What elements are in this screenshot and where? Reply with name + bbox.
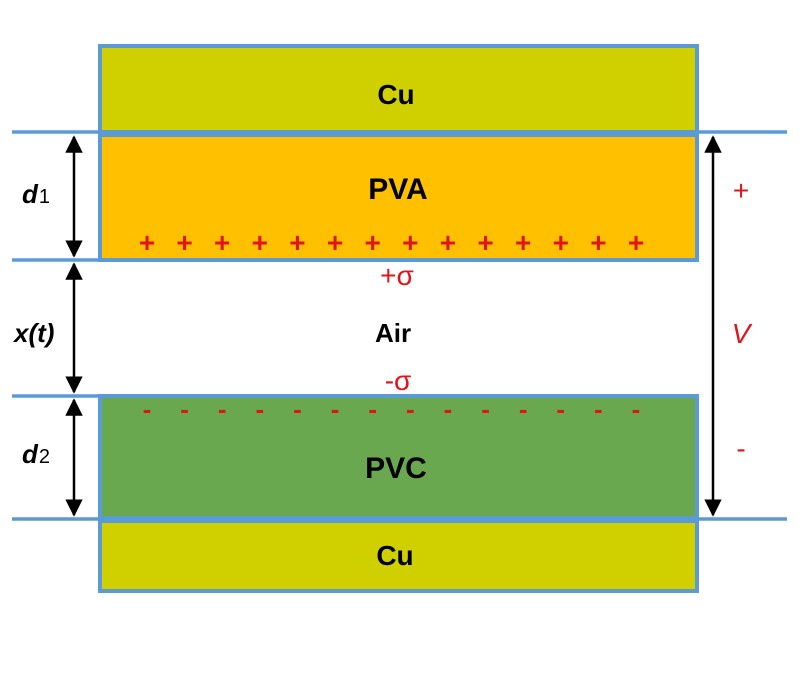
negative-sigma-label: -σ — [385, 365, 412, 396]
positive-charge: + — [402, 227, 418, 258]
positive-charge: + — [365, 227, 381, 258]
negative-charge: - — [556, 394, 565, 424]
positive-charge: + — [628, 227, 644, 258]
negative-charge: - — [406, 394, 415, 424]
top-cu-label: Cu — [377, 79, 414, 110]
bottom-cu-label: Cu — [376, 540, 413, 571]
positive-charge: + — [252, 227, 268, 258]
positive-charge: + — [289, 227, 305, 258]
pva-layer — [98, 133, 699, 262]
voltage-minus-label: - — [736, 433, 745, 464]
positive-charge: + — [440, 227, 456, 258]
negative-charge: - — [519, 394, 528, 424]
positive-charge: + — [590, 227, 606, 258]
d1-label: d1 — [22, 179, 50, 209]
positive-charge: + — [214, 227, 230, 258]
negative-charge: - — [481, 394, 490, 424]
negative-charge: - — [594, 394, 603, 424]
positive-charge: + — [176, 227, 192, 258]
negative-charge: - — [368, 394, 377, 424]
pvc-label: PVC — [365, 452, 427, 485]
negative-charge: - — [444, 394, 453, 424]
positive-sigma-label: +σ — [380, 260, 414, 291]
negative-charge-row: -------------- — [143, 394, 641, 424]
positive-charge: + — [139, 227, 155, 258]
bottom-cu-electrode — [98, 519, 699, 593]
positive-charge: + — [477, 227, 493, 258]
positive-charge: + — [553, 227, 569, 258]
d2-label: d2 — [22, 439, 50, 469]
top-cu-electrode — [98, 44, 699, 134]
voltage-label: V — [732, 318, 753, 349]
negative-charge: - — [218, 394, 227, 424]
negative-charge: - — [180, 394, 189, 424]
positive-charge: + — [515, 227, 531, 258]
air-label: Air — [375, 318, 411, 348]
negative-charge: - — [143, 394, 152, 424]
negative-charge: - — [256, 394, 265, 424]
voltage-plus-label: + — [733, 175, 749, 206]
pva-label: PVA — [368, 173, 427, 206]
pvc-layer — [98, 394, 699, 520]
positive-charge: + — [327, 227, 343, 258]
negative-charge: - — [632, 394, 641, 424]
negative-charge: - — [331, 394, 340, 424]
gap-label: x(t) — [12, 318, 54, 348]
positive-charge-row: + + + + + + + + + + + + + + — [139, 227, 644, 258]
negative-charge: - — [293, 394, 302, 424]
